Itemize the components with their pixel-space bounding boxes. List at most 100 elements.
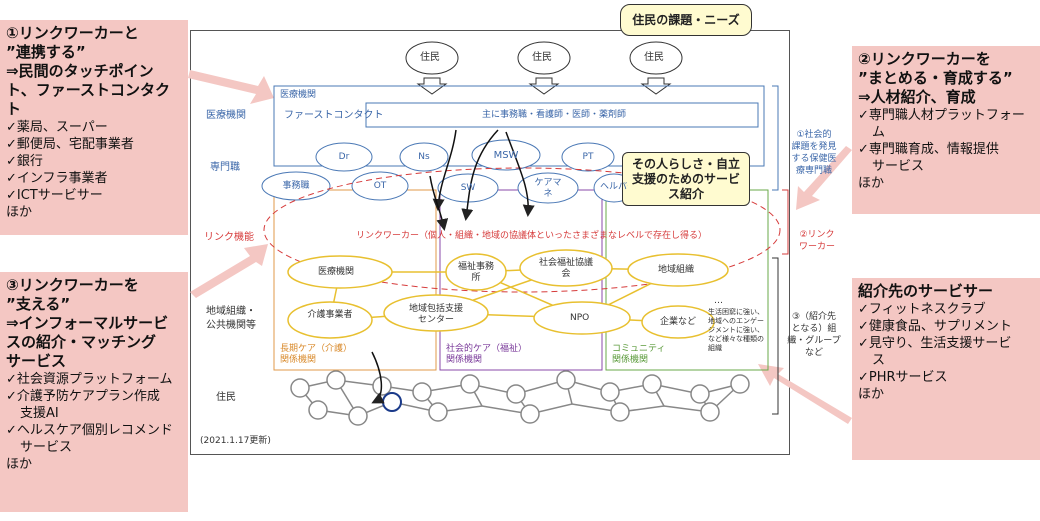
org-node [627, 253, 729, 287]
bracket-two [782, 189, 789, 255]
panel-heading-line: サービス [6, 352, 67, 370]
area-label-long-term: 関係機関 [280, 355, 317, 365]
area-label-community: コミュニティ [612, 344, 666, 354]
row-label-link: リンク機能 [204, 232, 254, 243]
resident-node [700, 402, 720, 422]
panel-heading-line: ”連携する” [6, 43, 86, 61]
profession-node [315, 142, 373, 172]
org-small-note: 生活困窮に強い、地域へのエンゲージメントに強い、など様々な種類の組織 [708, 308, 764, 352]
panel-heading-line: スの紹介・マッチング [6, 333, 157, 351]
profession-label: SW [460, 183, 476, 193]
resident-node [520, 404, 540, 424]
org-node [287, 301, 373, 339]
right-panel-referral-servicers: 紹介先のサービサー ✓フィットネスクラブ ✓健康食品、サプリメント ✓見守り、生… [852, 278, 1040, 460]
org-node [519, 249, 613, 287]
profession-node [561, 142, 615, 172]
diagram-frame [190, 30, 790, 455]
resident-node [308, 400, 328, 420]
org-label: 地域包括支援センター [408, 304, 463, 325]
bubble-line: 支援のためのサービ [631, 171, 740, 186]
panel-footer: ほか [858, 176, 885, 191]
bracket-one [772, 85, 779, 191]
panel-heading-line: ”まとめる・育成する” [858, 69, 1013, 87]
area-label-community: 関係機関 [612, 355, 649, 365]
right-label-one: 課題を発見 [791, 142, 837, 152]
area-label-social: 社会的ケア（福祉） [446, 344, 528, 354]
panel-item: ✓銀行 [6, 154, 43, 169]
org-label: 医療機関 [318, 267, 355, 277]
profession-node [261, 171, 331, 201]
profession-label: MSW [493, 150, 519, 161]
left-panel-linkworker-support: ③リンクワーカーを ”支える” ⇒インフォーマルサービ スの紹介・マッチング サ… [0, 272, 188, 512]
panel-item: ✓専門職育成、情報提供 [858, 142, 999, 157]
panel-heading-line: ト、ファーストコンタクト [6, 81, 170, 118]
right-label-three: ③（紹介先 [791, 312, 837, 322]
panel-footer: ほか [6, 457, 33, 472]
org-node [445, 253, 507, 291]
panel-heading-line: ③リンクワーカーを [6, 276, 139, 294]
resident-node [460, 374, 480, 394]
resident-circle [517, 41, 571, 75]
profession-label: OT [373, 181, 387, 191]
org-label: 福祉事務所 [458, 262, 495, 283]
panel-item: ✓介護予防ケアプラン作成 [6, 389, 160, 404]
profession-node [351, 171, 409, 201]
org-label: 社会福祉協議会 [538, 258, 593, 279]
resident-node [642, 374, 662, 394]
panel-heading-line: ②リンクワーカーを [858, 50, 991, 68]
service-introduction-bubble: その人らしさ・自立 支援のためのサービ ス紹介 [622, 152, 750, 206]
bubble-line: その人らしさ・自立 [631, 156, 740, 171]
resident-node [290, 378, 310, 398]
profession-label: 事務職 [282, 181, 310, 191]
org-label: NPO [570, 313, 590, 323]
resident-circle [629, 41, 683, 75]
right-label-one: 療専門職 [795, 166, 832, 176]
resident-node [600, 382, 620, 402]
panel-item: サービス [872, 159, 925, 174]
panel-item: ✓郵便局、宅配事業者 [6, 137, 134, 152]
panel-heading-line: 紹介先のサービサー [858, 282, 994, 300]
area-label-social: 関係機関 [446, 355, 483, 365]
panel-item: ✓専門職人材プラットフォー [858, 108, 1025, 123]
panel-item: ✓ヘルスケア個別レコメンド [6, 423, 173, 438]
panel-item: ✓インフラ事業者 [6, 171, 108, 186]
resident-node [610, 402, 630, 422]
resident-node [428, 402, 448, 422]
highlighted-resident-node [382, 392, 402, 412]
panel-item: ✓PHRサービス [858, 370, 948, 385]
panel-item: ✓社会資源プラットフォーム [6, 372, 173, 387]
profession-label: ケアマネ [534, 178, 562, 199]
panel-item: ✓見守り、生活支援サービ [858, 336, 1012, 351]
panel-heading-line: ⇒民間のタッチポイン [6, 62, 154, 80]
right-label-three: となる）組 [791, 324, 837, 334]
panel-heading-line: ⇒インフォーマルサービ [6, 314, 169, 332]
first-contact-box [365, 102, 759, 128]
resident-node [348, 406, 368, 426]
resident-node [412, 382, 432, 402]
resident-label: 住民 [532, 52, 552, 63]
panel-item: ✓健康食品、サプリメント [858, 319, 1012, 334]
panel-item: ✓薬局、スーパー [6, 120, 108, 135]
updated-date: (2021.1.17更新) [200, 436, 271, 446]
pink-arrow-left-bottom [190, 244, 268, 298]
panel-heading-line: ⇒人材紹介、育成 [858, 88, 976, 106]
right-label-one: ①社会的 [796, 130, 832, 140]
profession-node [517, 172, 579, 204]
resident-label: 住民 [420, 52, 440, 63]
resident-node [326, 370, 346, 390]
first-contact-desc: 主に事務職・看護師・医師・薬剤師 [482, 110, 627, 120]
first-contact-label: ファーストコンタクト [284, 110, 384, 121]
left-panel-linkworker-connect: ①リンクワーカーと ”連携する” ⇒民間のタッチポイン ト、ファーストコンタクト… [0, 20, 188, 235]
row-label-residents: 住民 [216, 392, 236, 403]
right-label-three: 織・グループ [787, 336, 841, 346]
org-node [641, 305, 715, 339]
pink-arrow-left-top [188, 70, 274, 104]
panel-item: 支援AI [20, 406, 59, 421]
panel-footer: ほか [6, 205, 33, 220]
bracket-three [772, 257, 779, 415]
medical-box-title: 医療機関 [280, 90, 317, 100]
right-label-two: ②リンク [799, 230, 835, 240]
right-label-two: ワーカー [798, 242, 835, 252]
panel-item: ✓ICTサービサー [6, 188, 103, 203]
profession-label: Dr [338, 152, 350, 162]
